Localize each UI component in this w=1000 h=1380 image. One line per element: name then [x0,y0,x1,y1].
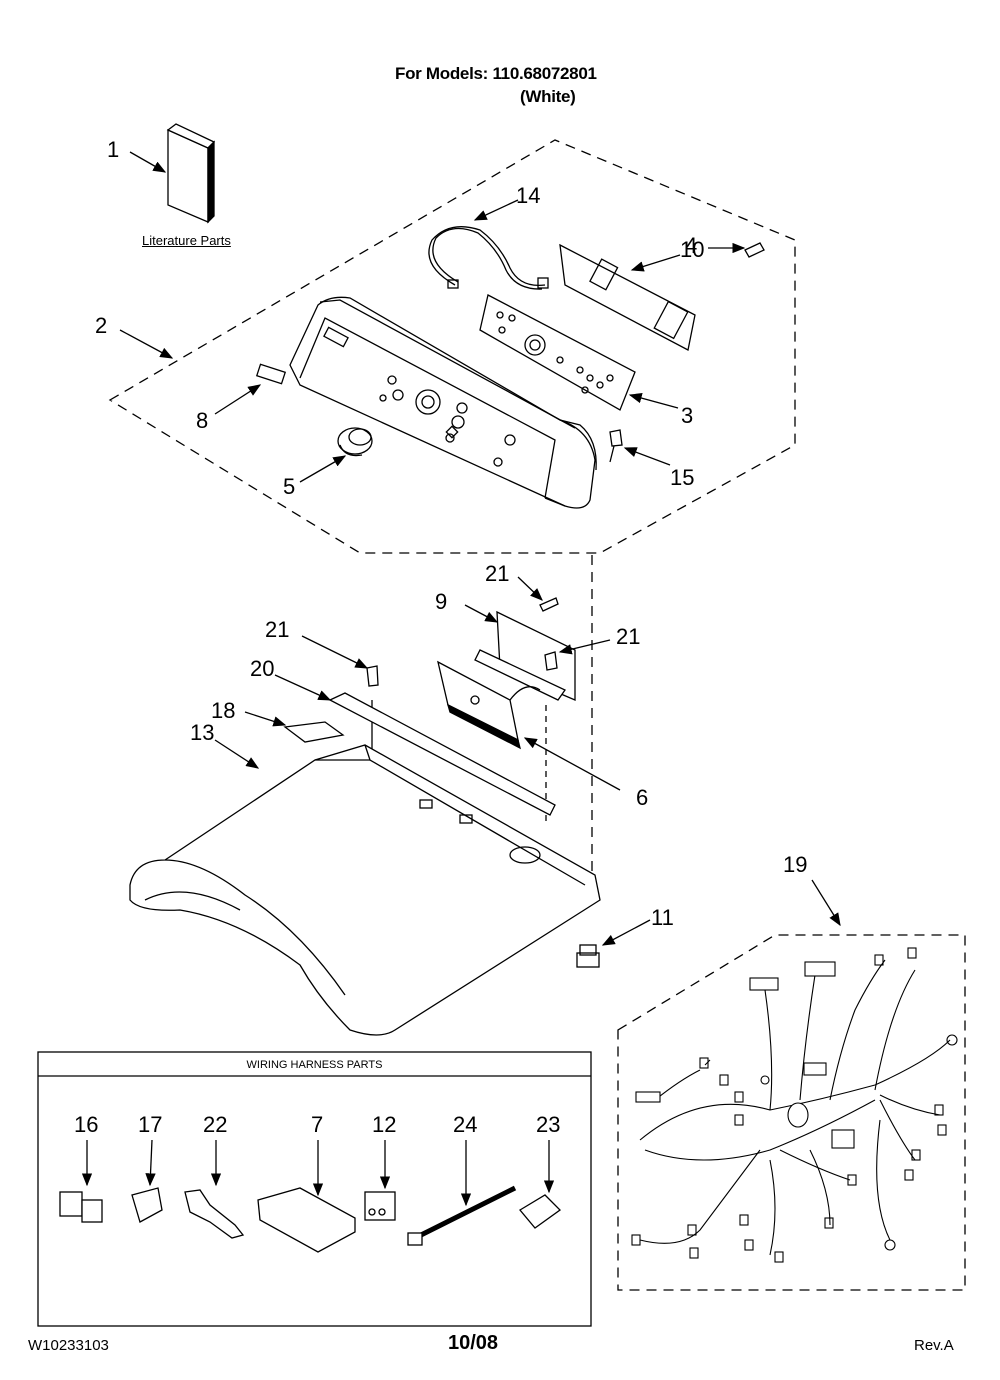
part-8-icon [255,363,287,385]
callout-11: 11 [651,905,674,930]
callout-3: 3 [681,403,694,428]
leader-6 [523,737,621,791]
control-board-icon [479,294,636,411]
console-wire-harness-icon [428,226,546,287]
callout-21b: 21 [616,624,641,649]
callout-6: 6 [636,785,649,810]
part-17-icon [131,1187,163,1223]
main-wire-harness-icon [631,947,958,1263]
leader-18 [244,711,287,727]
callout-13: 13 [190,720,215,745]
leader-21c [301,635,369,669]
document-date: 10/08 [448,1332,499,1354]
screw-21c-icon [366,665,379,687]
foot-11-icon [576,944,600,968]
wiring-part-22: 22 [203,1112,228,1137]
leader-21b [558,639,611,655]
callout-18: 18 [211,698,236,723]
callout-10: 10 [680,237,705,262]
console-rail-icon [328,692,556,816]
callout-2: 2 [95,313,108,338]
console-assembly-boundary [108,139,796,554]
part-7-icon [257,1187,356,1253]
callout-14: 14 [516,183,541,208]
leader-17 [145,1139,156,1187]
leader-1 [129,151,167,173]
leader-3 [628,393,679,409]
knob-icon [337,427,373,457]
wiring-part-16: 16 [74,1112,99,1137]
callout-4: 4 [685,233,698,258]
control-module-icon [437,660,541,750]
wiring-part-7: 7 [311,1112,324,1137]
literature-booklet-icon [166,123,216,224]
leader-5 [299,455,347,483]
leader-13 [214,739,260,769]
callout-15: 15 [670,465,695,490]
leader-20 [274,674,332,701]
page-title: For Models: 110.68072801 [395,64,597,83]
callout-8: 8 [196,408,209,433]
leader-11 [601,919,651,946]
leader-14 [473,199,519,221]
callout-1: 1 [107,137,120,162]
revision-label: Rev.A [914,1337,954,1354]
leader-4 [630,254,681,272]
screw-21a-icon [539,597,559,612]
literature-parts-label: Literature Parts [142,233,231,248]
callout-19: 19 [783,852,808,877]
part-23-icon [519,1194,562,1229]
screw-15-icon [609,429,623,463]
document-number: W10233103 [28,1337,109,1354]
screw-10-icon [744,242,765,258]
pad-18-icon [283,721,345,743]
part-12-icon [364,1191,396,1221]
page-subtitle: (White) [520,87,576,106]
wiring-part-12: 12 [372,1112,397,1137]
console-housing-icon [289,296,597,509]
screw-21b-icon [544,651,558,671]
wiring-part-17: 17 [138,1112,163,1137]
callout-21c: 21 [265,617,290,642]
leader-21a [517,576,543,601]
part-24-icon [407,1185,517,1246]
part-22-icon [184,1189,245,1239]
leader-9 [464,604,499,623]
wiring-part-23: 23 [536,1112,561,1137]
leader-15 [623,447,671,466]
part-16-icon [59,1191,103,1223]
leader-8 [214,384,262,415]
callout-20: 20 [250,656,275,681]
main-harness-boundary [617,934,966,1291]
wiring-harness-parts-title: WIRING HARNESS PARTS [246,1059,383,1071]
mounting-bracket-icon [474,610,576,701]
leader-2 [119,329,174,359]
callout-9: 9 [435,589,448,614]
wiring-part-24: 24 [453,1112,478,1137]
callout-5: 5 [283,474,296,499]
back-panel-icon [559,243,696,351]
top-cover-icon [129,744,601,1036]
wiring-harness-parts-box [37,1051,592,1327]
leader-19 [811,879,841,927]
callout-21a: 21 [485,561,510,586]
